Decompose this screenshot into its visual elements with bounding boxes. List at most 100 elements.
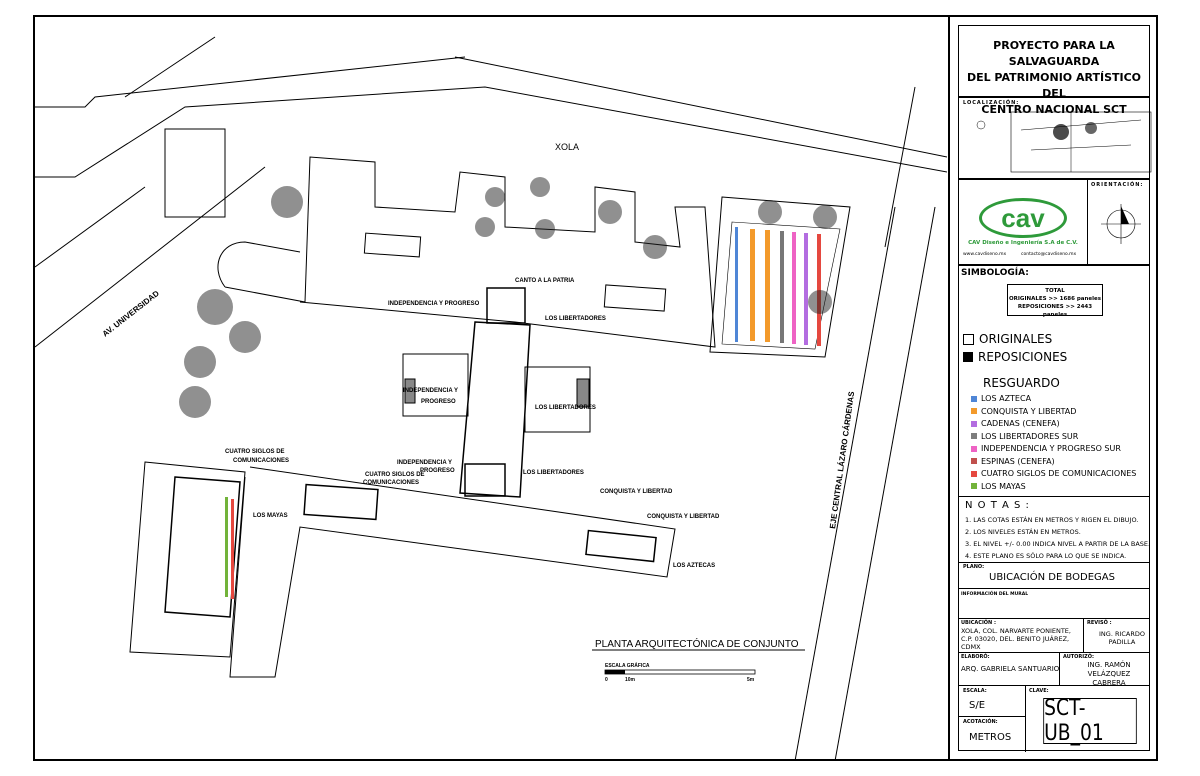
legend-label: CUATRO SIGLOS DE COMUNICACIONES — [981, 469, 1137, 478]
reposiciones-label: REPOSICIONES — [978, 350, 1068, 364]
label-libert-1: LOS LIBERTADORES — [545, 316, 606, 322]
legend-label: LOS LIBERTADORES SUR — [981, 431, 1079, 441]
divider — [959, 716, 1025, 717]
label-cuatro-1b: COMUNICACIONES — [233, 458, 289, 464]
clave-value: SCT-UB_01 — [1043, 696, 1137, 746]
label-indep-2b: PROGRESO — [421, 399, 456, 405]
north-arrow-icon — [1101, 204, 1141, 244]
reviso-line-2: PADILLA — [1108, 638, 1136, 646]
site-plan: XOLA AV. UNIVERSIDAD EJE CENTRAL LÁZARO … — [35, 36, 947, 761]
ubicacion-line-2: C.P. 03020, DEL. BENITO JUÁREZ, — [961, 635, 1070, 643]
info-label: INFORMACIÓN DEL MURAL — [961, 592, 1029, 597]
legend-swatch — [971, 470, 977, 477]
scale-tick-5: 5m — [747, 677, 755, 683]
legend-label: CONQUISTA Y LIBERTAD — [981, 406, 1077, 416]
total-label: TOTAL — [1045, 288, 1065, 294]
label-libert-2: LOS LIBERTADORES — [535, 405, 596, 411]
autorizo-line-2: CABRERA — [1092, 679, 1126, 687]
legend-item: LOS LIBERTADORES SUR — [971, 432, 1078, 441]
legend-label: LOS AZTECA — [981, 394, 1032, 403]
reposiciones-legend: REPOSICIONES — [963, 350, 1067, 364]
divider — [959, 496, 1149, 497]
clave-label: CLAVE: — [1029, 688, 1049, 694]
ubicacion-value: XOLA, COL. NARVARTE PONIENTE, C.P. 03020… — [961, 627, 1071, 651]
legend-swatch — [971, 420, 977, 427]
label-libert-3: LOS LIBERTADORES — [523, 470, 584, 476]
label-conquista-2: CONQUISTA Y LIBERTAD — [647, 514, 720, 520]
company-website: www.cavdiseno.mx — [963, 252, 1007, 257]
legend-item: ESPINAS (CENEFA) — [971, 457, 1055, 466]
divider — [1083, 618, 1084, 652]
divider — [959, 562, 1149, 563]
legend-label: ESPINAS (CENEFA) — [981, 456, 1055, 466]
autorizo-line-1: ING. RAMÓN VELÁZQUEZ — [1087, 661, 1131, 678]
ubicacion-line-3: CDMX — [961, 643, 981, 651]
cav-logo: cav — [979, 198, 1067, 238]
simbologia-label: SIMBOLOGÍA: — [961, 268, 1029, 278]
label-cuatro-1a: CUATRO SIGLOS DE — [225, 449, 285, 455]
legend-swatch — [971, 445, 977, 452]
street-xola: XOLA — [555, 142, 579, 152]
label-canto: CANTO A LA PATRIA — [515, 278, 575, 284]
company-name: CAV Diseño e Ingeniería S.A de C.V. — [968, 240, 1078, 246]
company-email: contacto@cavdiseno.mx — [1021, 252, 1077, 257]
legend-swatch — [971, 395, 977, 402]
escala-clave-cell: ESCALA: S/E ACOTACIÓN: METROS CLAVE: SCT… — [958, 685, 1150, 752]
project-title-cell: PROYECTO PARA LA SALVAGUARDA DEL PATRIMO… — [958, 25, 1150, 116]
project-title-line-3: CENTRO NACIONAL SCT — [981, 103, 1127, 116]
title-block: PROYECTO PARA LA SALVAGUARDA DEL PATRIMO… — [948, 15, 1158, 761]
legend-item: LOS MAYAS — [971, 482, 1026, 491]
legend-label: LOS MAYAS — [981, 481, 1026, 491]
plan-title: PLANTA ARQUITECTÓNICA DE CONJUNTO — [595, 637, 799, 650]
divider — [959, 588, 1149, 589]
scale-tick-10: 10m — [625, 677, 636, 683]
originales-legend: ORIGINALES — [963, 332, 1052, 346]
street-universidad: AV. UNIVERSIDAD — [101, 289, 161, 339]
legend-swatch — [971, 408, 977, 414]
scale-label: ESCALA GRÁFICA — [605, 662, 650, 669]
originales-label: ORIGINALES — [979, 332, 1053, 346]
acotacion-value: METROS — [969, 732, 1012, 743]
reviso-line-1: ING. RICARDO — [1099, 630, 1146, 638]
scale-tick-0: 0 — [605, 677, 608, 683]
bodega-right-panels — [735, 227, 821, 346]
project-title-line-2: DEL PATRIMONIO ARTÍSTICO DEL — [966, 71, 1142, 100]
street-eje: EJE CENTRAL LÁZARO CÁRDENAS — [828, 390, 856, 529]
label-indep-1: INDEPENDENCIA Y PROGRESO — [388, 301, 480, 307]
localizacion-label: LOCALIZACIÓN: — [963, 100, 1020, 106]
autorizo-label: AUTORIZÓ: — [1063, 654, 1095, 660]
plano-value: UBICACIÓN DE BODEGAS — [989, 572, 1115, 583]
bodega-left-panels — [225, 497, 234, 599]
lower-building — [129, 461, 676, 678]
location-map — [976, 111, 1152, 173]
legend-item: CADENAS (CENEFA) — [971, 419, 1060, 428]
legend-label: INDEPENDENCIA Y PROGRESO SUR — [981, 444, 1121, 453]
escala-label: ESCALA: — [963, 688, 987, 694]
label-mayas: LOS MAYAS — [253, 513, 288, 519]
drawing-frame — [33, 15, 1158, 761]
reviso-label: REVISÓ : — [1087, 620, 1112, 626]
divider — [959, 618, 1149, 619]
upper-building — [217, 156, 851, 498]
divider — [959, 652, 1149, 653]
originales-swatch — [963, 333, 974, 345]
label-indep-3b: PROGRESO — [420, 468, 455, 474]
reposiciones-swatch — [963, 352, 973, 362]
legend-item: CUATRO SIGLOS DE COMUNICACIONES — [971, 469, 1136, 478]
legend-item: LOS AZTECA — [971, 394, 1031, 403]
escala-value: S/E — [969, 700, 986, 711]
cav-logo-text: cav — [1001, 202, 1045, 233]
legend-swatch — [971, 433, 977, 439]
notas-label: N O T A S : — [965, 500, 1030, 511]
legend-swatch — [971, 483, 977, 489]
legend-item: INDEPENDENCIA Y PROGRESO SUR — [971, 444, 1121, 453]
label-cuatro-2b: COMUNICACIONES — [363, 480, 419, 486]
trees — [179, 177, 837, 418]
reposiciones-count: REPOSICIONES >> 2443 paneles — [1017, 304, 1093, 318]
legend-label: CADENAS (CENEFA) — [981, 419, 1060, 428]
elaboro-value: ARQ. GABRIELA SANTUARIO — [961, 665, 1060, 673]
ubicacion-line-1: XOLA, COL. NARVARTE PONIENTE, — [961, 627, 1071, 635]
localizacion-cell: LOCALIZACIÓN: — [958, 97, 1152, 179]
nota-1: 1. LAS COTAS ESTÁN EN METROS Y RIGEN EL … — [965, 516, 1139, 524]
autorizo-value: ING. RAMÓN VELÁZQUEZ CABRERA — [1069, 661, 1149, 688]
